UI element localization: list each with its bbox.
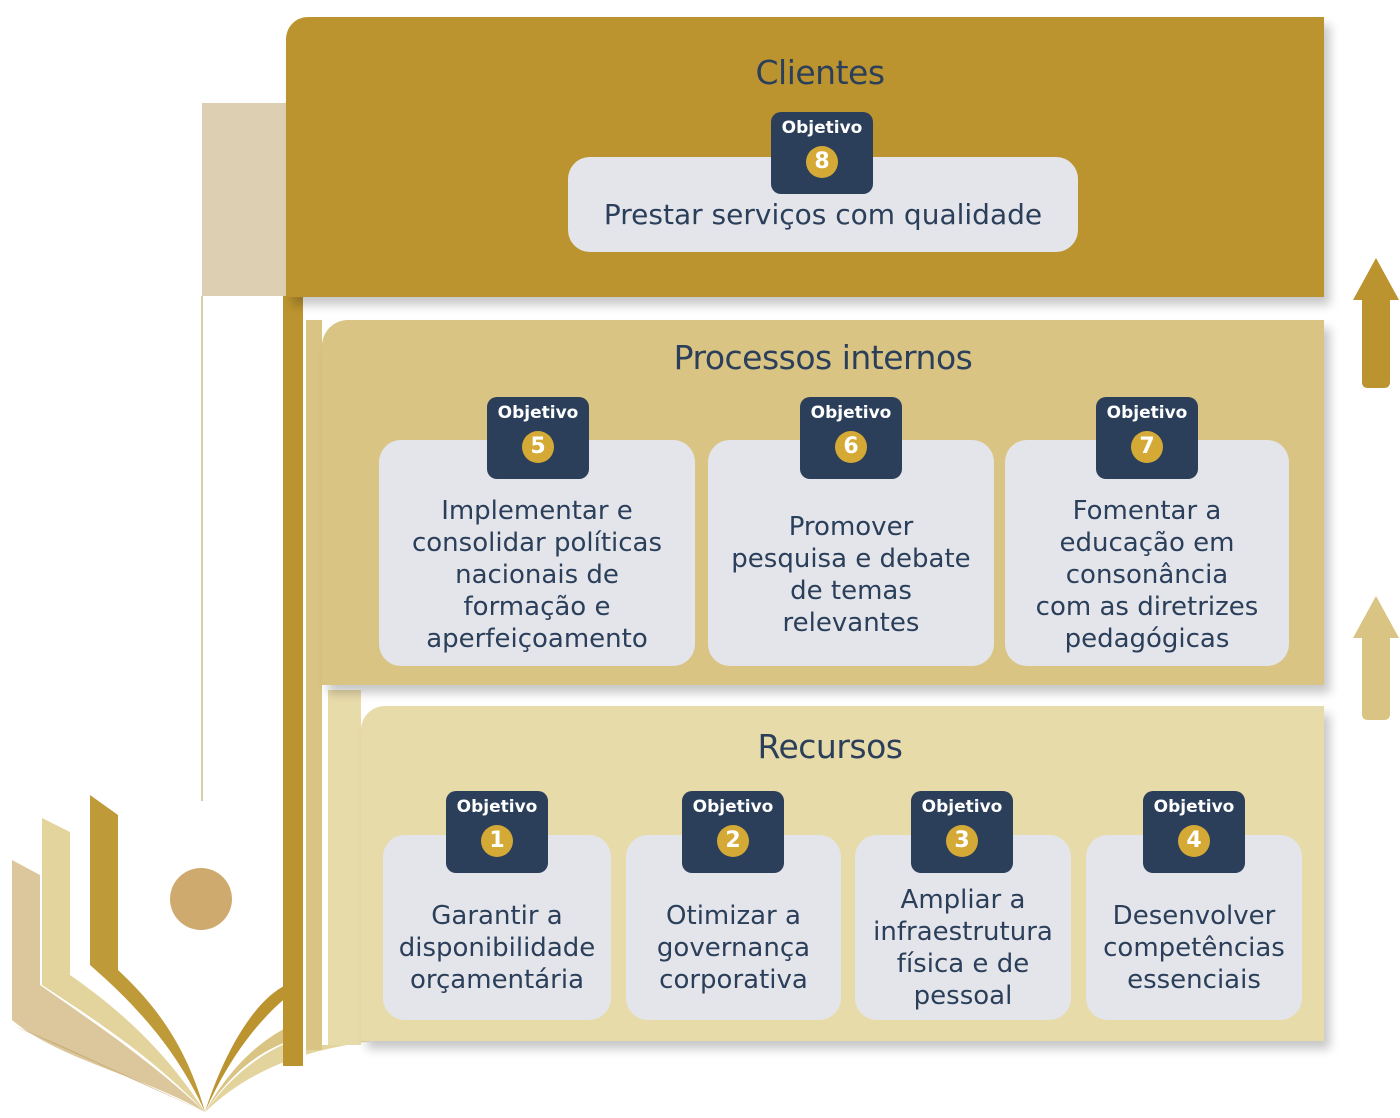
layer-title-clientes: Clientes xyxy=(755,53,885,92)
decorative-stem-mid xyxy=(306,320,322,1050)
badge-label: Objetivo xyxy=(810,403,892,423)
decorative-stem-dark xyxy=(283,296,303,1066)
objective-text-5: Implementar e consolidar políticas nacio… xyxy=(411,496,663,654)
decorative-stem-light xyxy=(328,690,361,1045)
badge-number: 3 xyxy=(946,825,978,857)
decorative-thin-line xyxy=(201,296,203,801)
objective-badge-7: Objetivo 7 xyxy=(1096,397,1198,479)
badge-number: 6 xyxy=(835,431,867,463)
badge-number: 1 xyxy=(481,825,513,857)
badge-label: Objetivo xyxy=(692,797,774,817)
badge-label: Objetivo xyxy=(456,797,538,817)
badge-label: Objetivo xyxy=(1153,797,1235,817)
objective-badge-1: Objetivo 1 xyxy=(446,791,548,873)
objective-badge-4: Objetivo 4 xyxy=(1143,791,1245,873)
decorative-stem-gap-2 xyxy=(322,685,328,1045)
objective-text-3: Ampliar a infraestrutura física e de pes… xyxy=(873,884,1053,1011)
objective-text-7: Fomentar a educação em consonância com a… xyxy=(1035,496,1259,654)
objective-badge-3: Objetivo 3 xyxy=(911,791,1013,873)
up-arrow-icon xyxy=(1353,596,1399,720)
decorative-stem-gap xyxy=(303,296,306,1056)
objective-text-4: Desenvolver competências essenciais xyxy=(1103,900,1285,995)
objective-card-7: Fomentar a educação em consonância com a… xyxy=(1005,440,1289,666)
objective-text-2: Otimizar a governança corporativa xyxy=(656,900,811,995)
objective-card-6: Promover pesquisa e debate de temas rele… xyxy=(708,440,994,666)
decorative-tan-panel xyxy=(202,103,286,296)
objective-card-8: Prestar serviços com qualidade xyxy=(568,157,1078,252)
layer-title-recursos: Recursos xyxy=(757,727,903,766)
objective-badge-5: Objetivo 5 xyxy=(487,397,589,479)
objective-text-8: Prestar serviços com qualidade xyxy=(603,197,1043,231)
badge-label: Objetivo xyxy=(921,797,1003,817)
badge-label: Objetivo xyxy=(1106,403,1188,423)
badge-number: 8 xyxy=(806,146,838,178)
objective-badge-6: Objetivo 6 xyxy=(800,397,902,479)
badge-number: 2 xyxy=(717,825,749,857)
layer-title-processos: Processos internos xyxy=(673,338,973,377)
badge-label: Objetivo xyxy=(497,403,579,423)
badge-number: 5 xyxy=(522,431,554,463)
objective-text-1: Garantir a disponibilidade orçamentária xyxy=(398,900,596,995)
badge-number: 4 xyxy=(1178,825,1210,857)
objective-badge-8: Objetivo 8 xyxy=(771,112,873,194)
badge-number: 7 xyxy=(1131,431,1163,463)
objective-badge-2: Objetivo 2 xyxy=(682,791,784,873)
up-arrow-icon xyxy=(1353,258,1399,388)
objective-text-6: Promover pesquisa e debate de temas rele… xyxy=(731,512,971,638)
badge-label: Objetivo xyxy=(781,118,863,138)
decorative-circle xyxy=(170,868,232,930)
